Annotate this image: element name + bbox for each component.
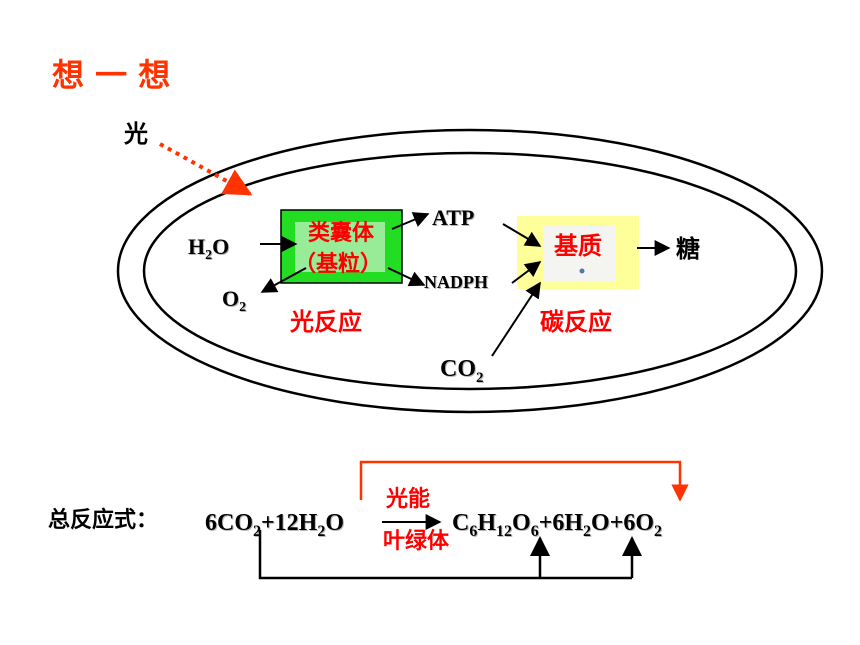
- stroma-noise: [543, 226, 615, 282]
- formula-subscript: 2: [253, 523, 261, 540]
- o2-label: O2: [222, 286, 246, 315]
- atp-to-stroma-arrow: [502, 223, 542, 247]
- formula-subscript: 2: [654, 523, 662, 540]
- formula-part: O: [325, 510, 344, 536]
- light-label: 光: [123, 120, 148, 148]
- light-reaction-label: 光反应: [289, 308, 362, 336]
- formula-part: H: [477, 510, 496, 536]
- oxygen-tracking-arrow: [359, 460, 689, 502]
- co2-to-stroma-arrow: [491, 281, 541, 357]
- thylakoid-to-o2-arrow: [260, 267, 307, 293]
- carbon-reaction-label: 碳反应: [540, 308, 612, 336]
- thylakoid-label-line2: （基粒）: [294, 251, 382, 277]
- thylakoid-to-atp-arrow: [391, 212, 430, 230]
- page-title: 想 一 想: [52, 56, 170, 94]
- formula-subscript: 2: [583, 523, 591, 540]
- atp-label: ATP: [432, 205, 474, 230]
- sugar-label: 糖: [676, 235, 700, 263]
- formula-part: O: [512, 510, 531, 536]
- formula-subscript: 6: [531, 523, 539, 540]
- formula-subscript: 6: [469, 523, 477, 540]
- chloroplast-inner-membrane: [142, 151, 798, 391]
- light-arrow: [159, 142, 253, 196]
- nadph-label: NADPH: [424, 272, 488, 292]
- thylakoid-to-nadph-arrow: [387, 267, 426, 287]
- equation-condition-bottom: 叶绿体: [383, 528, 450, 554]
- formula-subscript: 2: [317, 523, 325, 540]
- formula-part: +6H: [539, 510, 584, 536]
- equation-reactants: 6CO2+12H2O: [205, 510, 344, 540]
- formula-subscript: 12: [496, 523, 512, 540]
- equation-products: C6H12O6+6H2O+6O2: [452, 510, 662, 540]
- chloroplast-outer-membrane: [116, 128, 824, 414]
- reactant-bracket-line: [258, 530, 632, 580]
- thylakoid-label-line1: 类囊体: [308, 220, 375, 246]
- stroma-dot: [579, 268, 585, 274]
- formula-part: +12H: [261, 510, 318, 536]
- equation-condition-top: 光能: [385, 486, 430, 512]
- formula-part: 6CO: [205, 510, 253, 536]
- h2o-label: H2O: [188, 234, 229, 263]
- thylakoid-noise: [295, 222, 385, 272]
- stroma-label: 基质: [554, 232, 602, 260]
- nadph-to-stroma-arrow: [511, 261, 542, 284]
- formula-part: O+6O: [591, 510, 654, 536]
- equation-prefix: 总反应式：: [48, 507, 158, 533]
- formula-part: C: [452, 510, 469, 536]
- co2-label: CO2: [440, 356, 484, 386]
